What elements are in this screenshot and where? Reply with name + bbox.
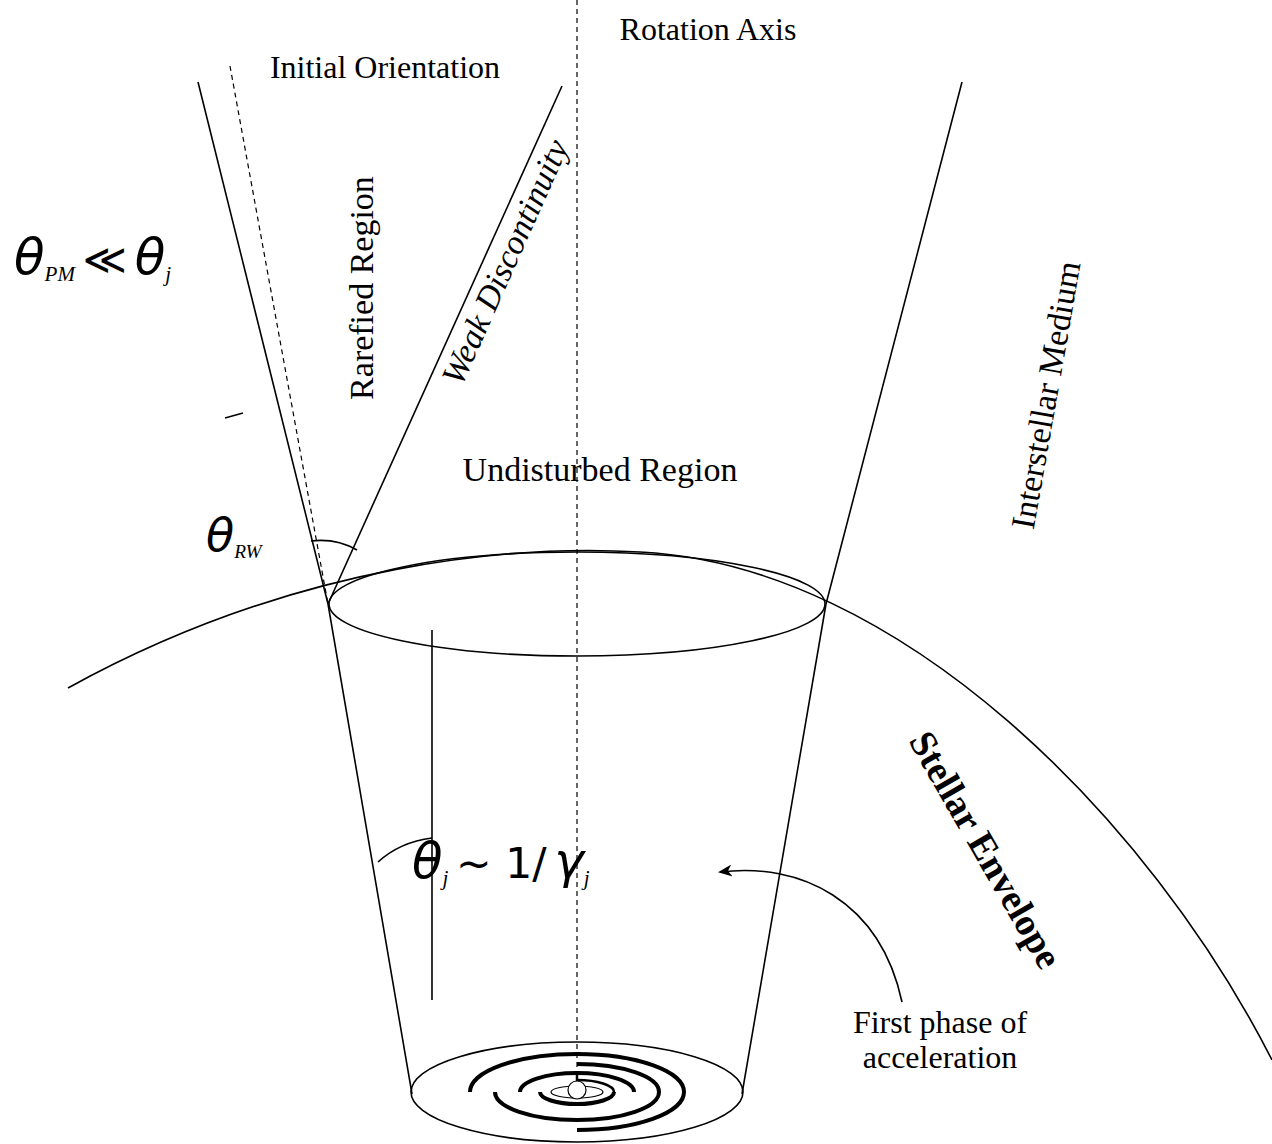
symbol: γ	[554, 832, 584, 890]
base-ellipse	[411, 1042, 743, 1142]
breakout-ellipse	[329, 552, 825, 656]
pointer-arrow	[720, 870, 902, 1002]
symbol: θ	[412, 832, 443, 890]
subscript: j	[584, 866, 590, 890]
jet-wall-right	[742, 82, 962, 1094]
subscript: j	[165, 262, 171, 286]
medium-label: Interstellar Medium	[1004, 258, 1088, 531]
region-label: Rarefied Region	[343, 176, 380, 400]
angle-rw	[311, 540, 357, 550]
angle-pm	[225, 413, 243, 418]
subscript: PM	[45, 262, 75, 286]
formula: θj~ 1/γj	[412, 836, 590, 889]
axis-label: Rotation Axis	[620, 12, 797, 47]
subscript: RW	[234, 541, 262, 562]
stellar-envelope	[68, 551, 1272, 1060]
operator: ~ 1/	[456, 839, 546, 888]
formula: θPM≪θj	[14, 232, 171, 285]
discontinuity-label: Weak Discontinuity	[434, 134, 576, 390]
subscript: j	[443, 866, 449, 890]
initial-orientation-line	[230, 66, 328, 604]
symbol: θ	[135, 228, 166, 286]
symbol: θ	[206, 508, 234, 562]
symbol: θ	[14, 228, 45, 286]
region-label: Undisturbed Region	[463, 451, 738, 488]
accretion-disk	[470, 1054, 684, 1130]
orientation-label: Initial Orientation	[270, 50, 500, 85]
central-object	[568, 1081, 586, 1099]
formula: θRW	[206, 512, 262, 561]
reference-line	[431, 630, 433, 1000]
jet-wall-left	[198, 82, 412, 1094]
rotation-axis	[576, 0, 577, 1092]
operator: ≪	[83, 235, 128, 284]
note-label: First phase of acceleration	[820, 1005, 1060, 1075]
envelope-label: Stellar Envelope	[900, 724, 1069, 976]
